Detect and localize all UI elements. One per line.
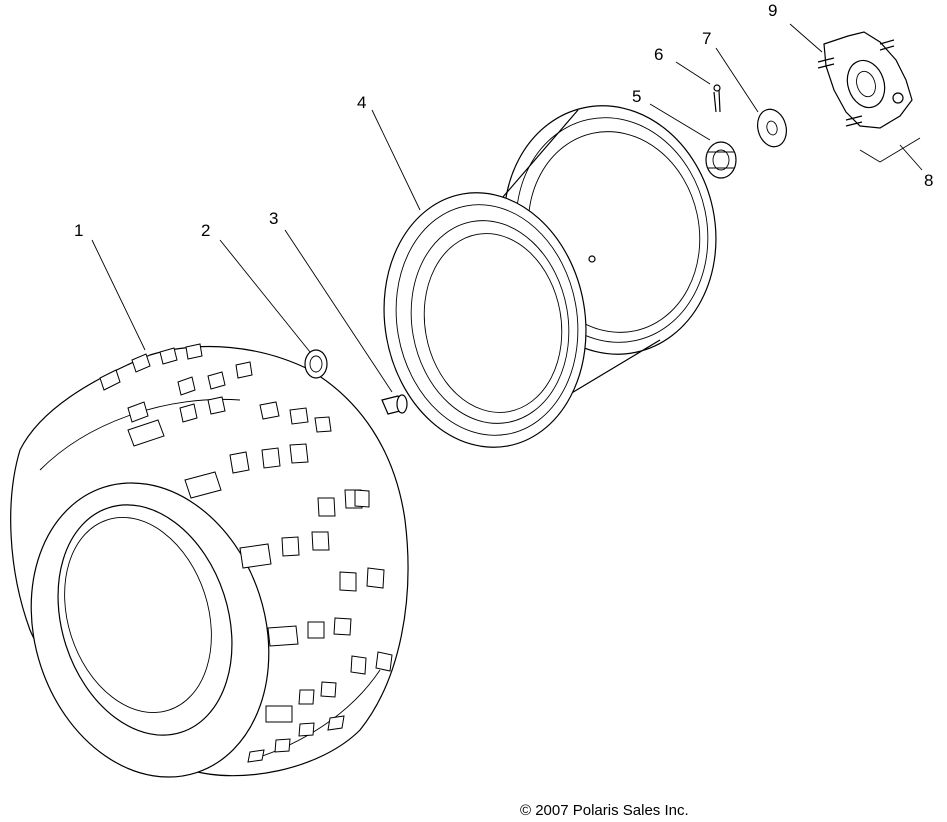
wheel-rim [383, 105, 717, 448]
lug-nut [304, 349, 328, 379]
washer [757, 108, 787, 148]
castle-nut [705, 141, 737, 179]
callout-7: 7 [702, 29, 711, 48]
callout-9: 9 [768, 1, 777, 20]
tire-tread-lugs [99, 343, 393, 763]
wheel-hub [817, 31, 913, 129]
callout-4: 4 [357, 93, 366, 112]
copyright-notice: © 2007 Polaris Sales Inc. [520, 802, 689, 819]
callout-6: 6 [654, 45, 663, 64]
callout-5: 5 [632, 87, 641, 106]
callout-8: 8 [924, 171, 933, 190]
cotter-pin [713, 84, 721, 113]
tire [10, 343, 409, 778]
callout-2: 2 [201, 221, 210, 240]
callout-3: 3 [269, 209, 278, 228]
callout-1: 1 [74, 221, 83, 240]
valve-stem [381, 394, 408, 415]
leader-lines [91, 23, 923, 393]
